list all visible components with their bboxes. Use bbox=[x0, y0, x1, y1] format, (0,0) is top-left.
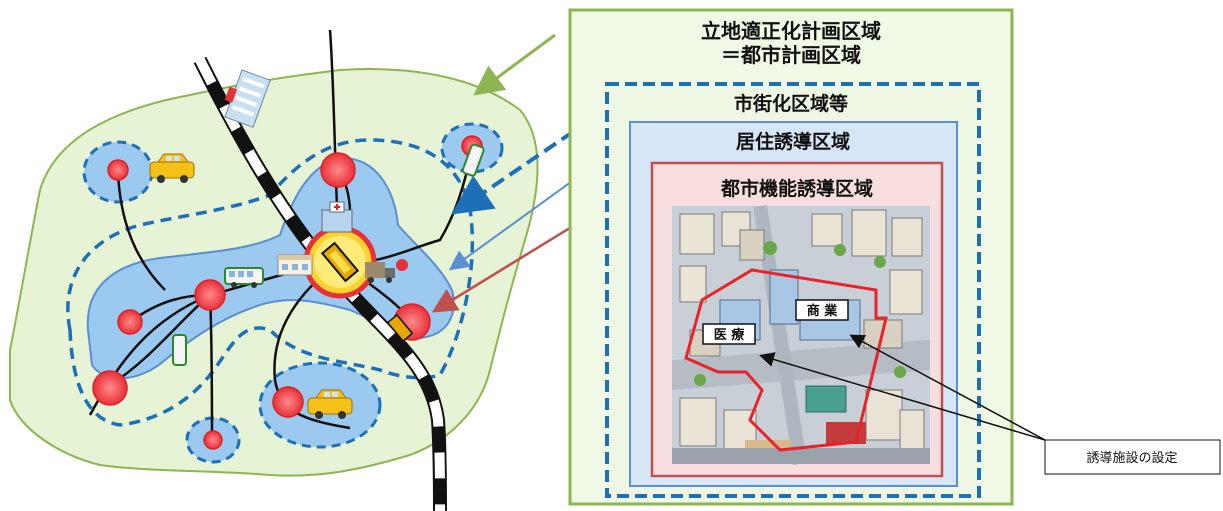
train-track-icon bbox=[320, 241, 360, 283]
inducement-facility-label: 誘導施設の設定 bbox=[1086, 450, 1177, 466]
svg-text:商 業: 商 業 bbox=[807, 303, 839, 319]
bus-icon bbox=[172, 334, 187, 366]
store-icon bbox=[277, 254, 313, 276]
city-map bbox=[9, 29, 539, 511]
train-icon bbox=[386, 313, 414, 343]
railway-track bbox=[195, 57, 445, 511]
taxi-icon bbox=[149, 153, 195, 183]
commercial-district-outline bbox=[684, 268, 888, 452]
urbanization-area-boundary bbox=[66, 138, 475, 427]
inducement-facility-callout: 誘導施設の設定 bbox=[759, 334, 1221, 475]
bus-icon bbox=[461, 143, 485, 177]
bus-icon bbox=[224, 267, 264, 288]
planning-area-title-line2: ＝都市計画区域 bbox=[721, 43, 861, 67]
taxi-icon bbox=[307, 389, 353, 419]
building-icon bbox=[224, 69, 271, 128]
zone-legend: 立地適正化計画区域 ＝都市計画区域 市街化区域等 居住誘導区域 都市機能誘導区域 bbox=[568, 8, 1014, 506]
truck-icon bbox=[365, 262, 395, 283]
svg-text:医 療: 医 療 bbox=[714, 327, 746, 343]
urbanization-area-title: 市街化区域等 bbox=[734, 92, 848, 115]
hospital-icon bbox=[321, 201, 353, 233]
medical-tag: 医 療 bbox=[702, 323, 756, 345]
urban-function-area-title: 都市機能誘導区域 bbox=[720, 177, 873, 200]
residential-area-title: 居住誘導区域 bbox=[736, 130, 850, 153]
planning-area-title-line1: 立地適正化計画区域 bbox=[701, 19, 881, 43]
commerce-tag: 商 業 bbox=[795, 299, 849, 321]
